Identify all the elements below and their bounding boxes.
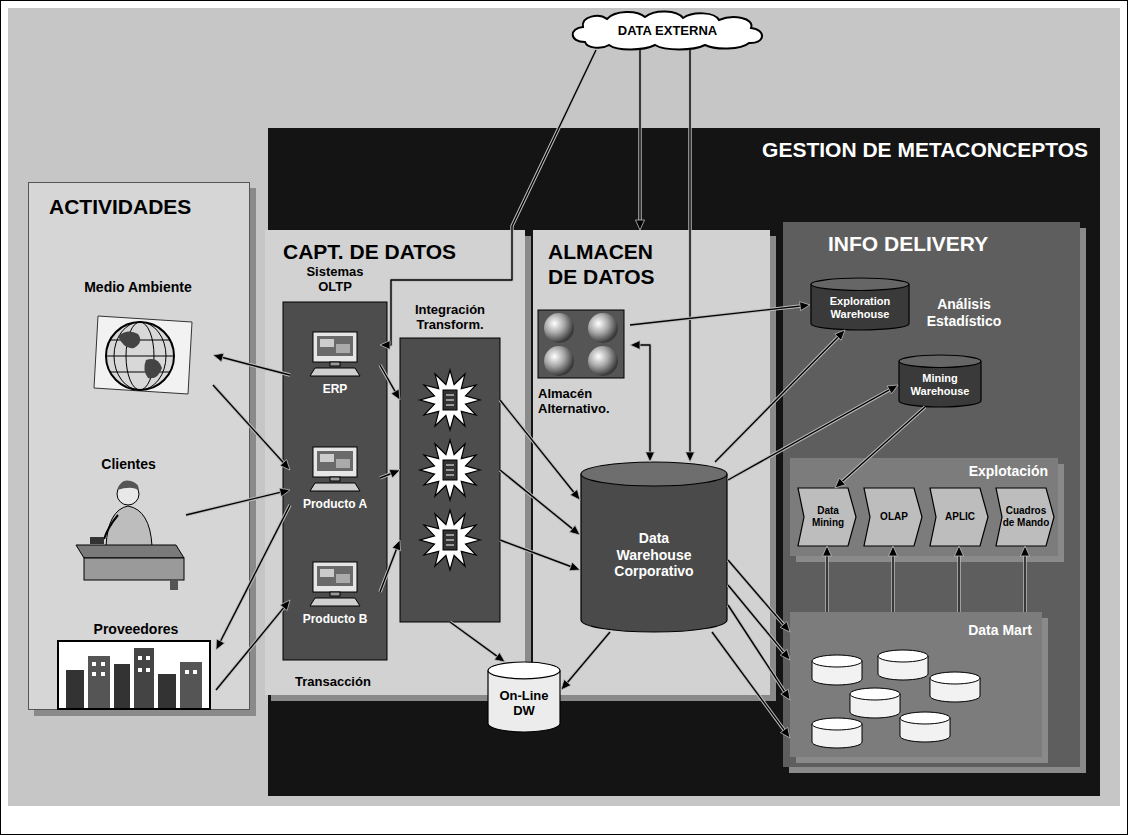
- connector-arrow: [380, 470, 400, 479]
- process-chevron: Data Mining: [798, 488, 856, 546]
- data-mart-cylinders: [812, 650, 980, 748]
- node-label: On-Line DW: [491, 688, 557, 719]
- computer-icons: [310, 332, 360, 606]
- connector-arrow: [636, 50, 645, 230]
- node-label: Medio Ambiente: [63, 279, 213, 296]
- node-label: Producto B: [290, 612, 380, 626]
- node-label: Data Warehouse Corporativo: [604, 530, 704, 580]
- node-label: Almacén Alternativo.: [538, 386, 628, 417]
- connector-arrow: [561, 632, 610, 690]
- panel-heading: ACTIVIDADES: [49, 195, 239, 220]
- node-label: OLAP: [870, 511, 918, 523]
- label-anchor: Análisis Estadístico: [908, 296, 1020, 329]
- process-chevron: Cuadros de Mando: [996, 488, 1054, 546]
- panel-heading: GESTION DE METACONCEPTOS: [688, 138, 1088, 163]
- connector-arrow: [216, 505, 290, 650]
- panel-heading: CAPT. DE DATOS: [283, 240, 503, 265]
- capture-panel: CAPT. DE DATOS Transacción Sistemas OLTP ER…: [265, 230, 525, 695]
- connector-arrow: [186, 488, 290, 515]
- connector-arrow: [712, 632, 790, 738]
- connector-arrow: [380, 365, 400, 400]
- connector-arrow: [380, 50, 596, 350]
- connector-arrow: [213, 353, 290, 375]
- warehouse-cylinder: Exploration Warehouse: [810, 278, 910, 330]
- node-label: Exploration Warehouse: [818, 295, 902, 321]
- connector-arrow: [728, 605, 790, 700]
- connector-arrow: [715, 330, 845, 462]
- connector-arrow: [686, 50, 695, 462]
- node-label: Data Mining: [804, 505, 852, 529]
- client-illustration: [76, 480, 184, 590]
- connector-arrow: [500, 540, 580, 571]
- connector-arrow: [823, 546, 832, 612]
- activities-panel: ACTIVIDADES Medio AmbienteClientesProveed…: [28, 182, 250, 710]
- connector-arrow: [630, 341, 655, 463]
- transform-stars: [420, 370, 480, 570]
- cloud-node: DATA EXTERNA: [565, 10, 770, 50]
- connector-arrow: [889, 546, 898, 612]
- node-label: Mining Warehouse: [905, 372, 975, 398]
- connector-arrow: [728, 385, 898, 480]
- warehouse-cylinder: Mining Warehouse: [898, 355, 982, 407]
- node-label: Proveedores: [56, 621, 216, 638]
- process-chevron: APLIC: [930, 488, 988, 546]
- node-label: Producto A: [290, 497, 380, 511]
- process-chevron: OLAP: [864, 488, 922, 546]
- connector-arrow: [630, 302, 810, 325]
- node-label: APLIC: [936, 511, 984, 523]
- panel-heading: INFO DELIVERY: [828, 232, 1058, 257]
- free-label: Análisis Estadístico: [908, 296, 1020, 329]
- online-dw-cylinder: On-Line DW: [487, 662, 561, 732]
- node-label: Data Mart: [930, 622, 1032, 639]
- connector-arrow: [500, 470, 580, 535]
- connector-arrow: [380, 540, 401, 592]
- connector-arrow: [450, 622, 505, 662]
- panel-heading: Transacción: [295, 674, 415, 689]
- connector-arrow: [955, 546, 964, 612]
- connector-arrow: [1021, 546, 1030, 612]
- node-label: DATA EXTERNA: [575, 23, 760, 38]
- node-label: Sistemas OLTP: [295, 264, 375, 295]
- node-label: ERP: [290, 382, 380, 396]
- connector-arrow: [835, 407, 925, 488]
- node-label: Explotación: [930, 463, 1048, 480]
- connector-arrow: [216, 600, 290, 690]
- node-label: Integración Transform.: [400, 302, 500, 333]
- globe-illustration: [94, 316, 192, 394]
- node-label: Clientes: [71, 456, 186, 473]
- store-spheres: [544, 313, 618, 376]
- node-label: Cuadros de Mando: [1002, 505, 1050, 529]
- warehouse-cylinder: Data Warehouse Corporativo: [580, 462, 728, 632]
- exploitation-panel: ExplotaciónData Mining OLAP APLIC Cuadros d…: [790, 458, 1058, 556]
- storage-panel: ALMACEN DE DATOS Almacén Alternativo. Data…: [533, 230, 770, 695]
- panel-heading: ALMACEN DE DATOS: [548, 240, 673, 290]
- connector-arrow: [728, 585, 790, 660]
- connector-arrow: [500, 400, 580, 500]
- connector-arrow: [213, 385, 290, 470]
- supplier-illustration: [58, 641, 210, 709]
